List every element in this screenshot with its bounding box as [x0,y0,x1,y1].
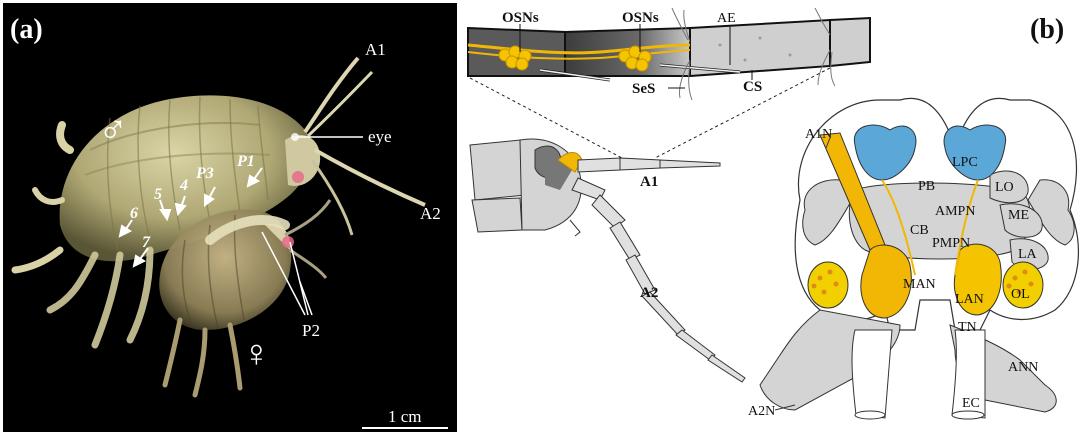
label-cs: CS [743,79,762,95]
label-leg-4: 4 [179,177,188,194]
label-osns-1: OSNs [502,10,539,26]
label-a1-diagram: A1 [640,174,658,190]
label-ampn: AMPN [935,204,975,219]
label-a2n: A2N [748,404,775,419]
label-a1n: A1N [805,127,832,142]
label-p2: P2 [302,321,320,340]
label-a1-photo: A1 [365,40,386,59]
p2-pointers [261,231,313,316]
label-leg-6: 6 [130,205,138,222]
label-eye: eye [368,127,392,146]
panel-b: (b) [467,7,1080,420]
label-leg-7: 7 [142,234,151,251]
head-schematic [469,138,746,383]
label-pmpn: PMPN [932,236,970,251]
label-lpc: LPC [952,155,978,170]
label-cb: CB [910,223,929,238]
label-leg-5: 5 [154,186,162,203]
label-man: MAN [903,277,936,292]
label-ae: AE [717,11,736,26]
label-tn: TN [958,320,977,335]
label-osns-2: OSNs [622,10,659,26]
label-ann: ANN [1008,360,1038,375]
label-ol: OL [1011,287,1030,302]
leg-arrows [118,167,263,268]
label-me: ME [1008,208,1029,223]
label-ec: EC [962,396,980,411]
eye-dot [291,133,299,141]
label-p1: P1 [236,153,255,170]
label-lan: LAN [955,292,984,307]
label-la: LA [1018,247,1038,262]
panel-b-label: (b) [1030,14,1064,45]
label-lo: LO [995,180,1014,195]
panel-a: (a) ♂ ♀ A1 eye A2 P1 P3 4 5 6 7 P2 1 cm [3,3,457,432]
antenna-closeup [467,7,871,101]
label-a2-photo: A2 [420,204,441,223]
brain-schematic [759,97,1080,420]
panel-a-label: (a) [10,14,43,45]
female-amphipod-illustration [159,199,332,398]
label-pb: PB [918,179,935,194]
label-p3: P3 [195,165,214,182]
male-symbol: ♂ [98,107,128,152]
scale-bar-label: 1 cm [388,407,422,426]
label-a2-diagram: A2 [640,285,658,301]
label-ses: SeS [632,81,655,97]
female-symbol: ♀ [242,333,271,375]
